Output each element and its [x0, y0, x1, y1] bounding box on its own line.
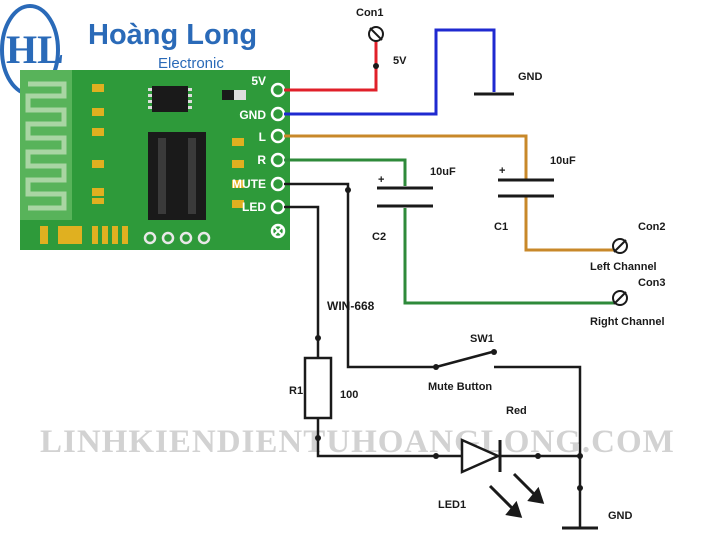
led1-diode: Red LED1	[438, 405, 545, 518]
wire-led	[284, 205, 320, 358]
wire-left-out	[524, 196, 614, 252]
con3-label: Right Channel	[590, 316, 665, 328]
led1-ref: LED1	[438, 499, 466, 511]
pin-label-gnd: GND	[239, 108, 266, 122]
antenna-trace	[25, 81, 67, 211]
pin-label-led: LED	[242, 200, 266, 214]
gnd-top-symbol: GND	[474, 71, 543, 96]
c1-value: 10uF	[550, 155, 576, 167]
main-ic-stripe-left	[158, 138, 166, 214]
gnd-top-label: GND	[518, 71, 543, 83]
c2-capacitor: + 10uF C2	[372, 166, 456, 243]
small-ic-pins	[148, 88, 192, 109]
con2-ref: Con2	[638, 221, 666, 233]
logo-monogram: HL	[6, 27, 64, 72]
main-ic	[148, 132, 206, 220]
brand-name: Hoàng Long	[88, 19, 257, 51]
gnd-bottom-label: GND	[608, 510, 633, 522]
pin-label-r: R	[257, 153, 266, 167]
wire-gnd	[284, 28, 496, 116]
con2-connector: Con2 Left Channel	[590, 221, 666, 273]
wire-right-out	[403, 208, 614, 305]
c2-ref: C2	[372, 231, 386, 243]
pin-label-5v: 5V	[251, 74, 266, 88]
brand-sub: Electronic	[158, 55, 224, 72]
sw1-ref: SW1	[470, 333, 494, 345]
black-smd	[222, 90, 234, 100]
wire-right	[284, 158, 407, 186]
pin-label-l: L	[259, 130, 266, 144]
led-light-arrows-icon	[488, 472, 545, 518]
wire-left	[284, 134, 528, 180]
con1-connector: Con1 5V	[356, 7, 407, 67]
r1-ref: R1	[289, 385, 303, 397]
wire-r1-out	[316, 418, 462, 458]
wire-sw-out	[494, 365, 582, 528]
con2-label: Left Channel	[590, 261, 657, 273]
junction-dots	[315, 63, 583, 491]
r1-body	[303, 356, 333, 420]
sw1-lever	[435, 350, 493, 369]
module-name-label: WIN-668	[327, 299, 375, 313]
con1-ref: Con1	[356, 7, 384, 19]
wire-mute	[284, 182, 436, 369]
led1-triangle	[460, 438, 502, 474]
sw1-label: Mute Button	[428, 381, 492, 393]
pin-label-mute: MUTE	[232, 177, 266, 191]
small-ic	[152, 86, 188, 112]
r1-resistor: R1 100	[289, 356, 358, 420]
module-board: 5V GND L R MUTE LED	[20, 70, 290, 250]
wire-5v	[284, 40, 378, 92]
c2-value: 10uF	[430, 166, 456, 178]
pin-cross-icon	[273, 226, 283, 236]
r1-value: 100	[340, 389, 358, 401]
watermark: LINHKIENDIENTUHOANGLONG.COM	[40, 424, 675, 460]
white-smd	[234, 90, 246, 100]
smd-pads	[40, 84, 244, 244]
sw1-switch: SW1 Mute Button	[428, 333, 497, 393]
c2-polarity: +	[378, 174, 384, 186]
c1-ref: C1	[494, 221, 508, 233]
c1-capacitor: + 10uF C1	[494, 155, 576, 233]
con3-connector: Con3 Right Channel	[590, 277, 666, 328]
con1-value: 5V	[393, 55, 407, 67]
con3-ref: Con3	[638, 277, 666, 289]
gnd-bottom-symbol: GND	[562, 510, 633, 530]
led1-color-label: Red	[506, 405, 527, 417]
c1-polarity: +	[499, 165, 505, 177]
board-holes	[143, 231, 211, 245]
main-ic-stripe-right	[188, 138, 196, 214]
brand-logo: HL Hoàng Long Electronic	[0, 4, 257, 96]
